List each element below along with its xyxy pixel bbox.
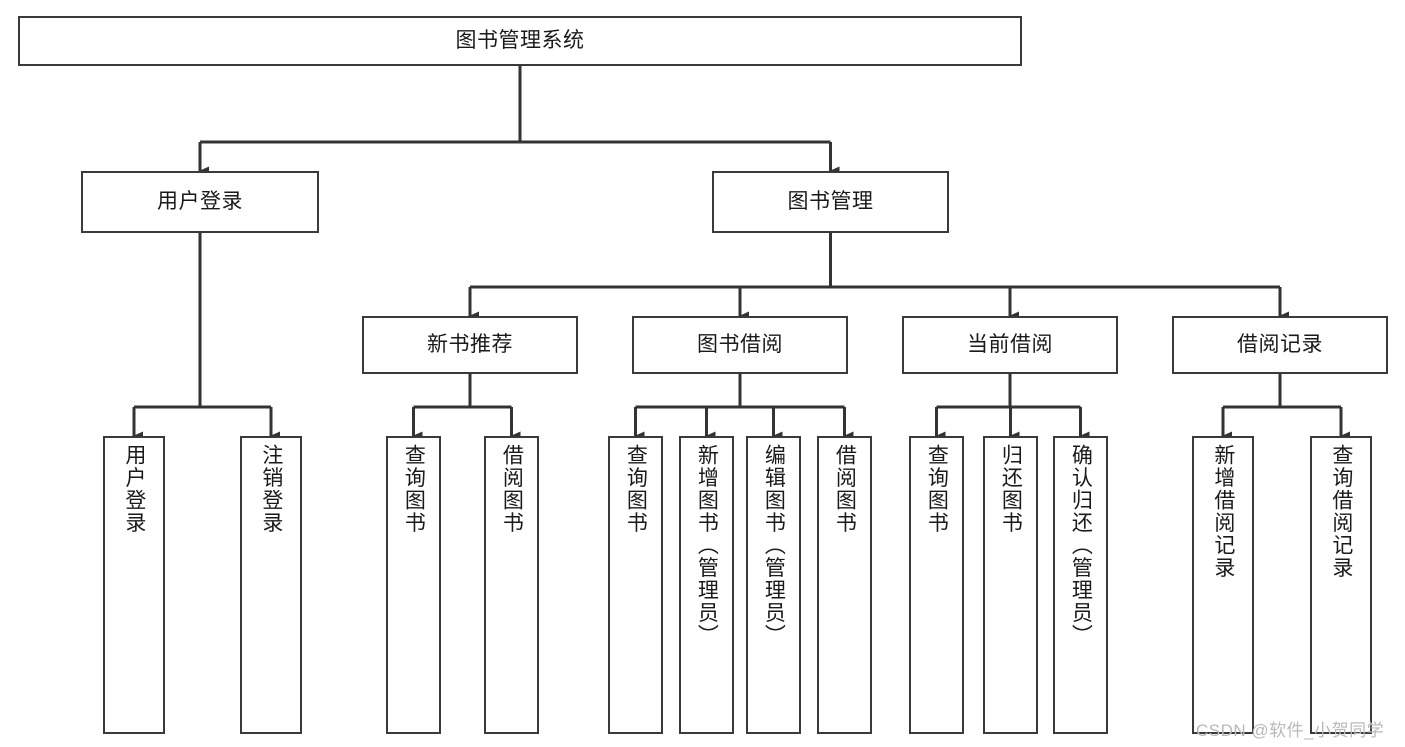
node-borrow-record-label: 借阅记录 [1237, 333, 1323, 357]
edges-group [132, 66, 1350, 441]
node-current-borrow-label: 当前借阅 [967, 333, 1053, 357]
leaf-confirm-return-label: 确认归还（管理员） [1069, 444, 1093, 647]
leaf-user-login-label: 用户登录 [122, 444, 146, 534]
leaf-return-book[interactable]: 归还图书 [983, 436, 1038, 734]
leaf-add-borrow-record-label: 新增借阅记录 [1211, 444, 1235, 579]
node-book-borrow[interactable]: 图书借阅 [632, 316, 848, 374]
node-book-borrow-label: 图书借阅 [697, 333, 783, 357]
leaf-query-book-2[interactable]: 查询图书 [608, 436, 663, 734]
leaf-borrow-book-1-label: 借阅图书 [500, 444, 524, 534]
node-user-login-label: 用户登录 [157, 190, 243, 214]
leaf-query-book-3-label: 查询图书 [925, 444, 949, 534]
node-book-management-label: 图书管理 [787, 190, 874, 214]
node-root-label: 图书管理系统 [455, 29, 585, 53]
leaf-query-book-2-label: 查询图书 [624, 444, 648, 534]
leaf-confirm-return[interactable]: 确认归还（管理员） [1053, 436, 1108, 734]
node-current-borrow[interactable]: 当前借阅 [902, 316, 1118, 374]
leaf-return-book-label: 归还图书 [999, 444, 1023, 534]
leaf-borrow-book-1[interactable]: 借阅图书 [484, 436, 539, 734]
leaf-borrow-book-2[interactable]: 借阅图书 [817, 436, 872, 734]
leaf-query-book-3[interactable]: 查询图书 [909, 436, 964, 734]
leaf-add-book-label: 新增图书（管理员） [695, 444, 719, 647]
leaf-edit-book-label: 编辑图书（管理员） [762, 444, 786, 647]
csdn-watermark: CSDN @软件_小贺同学 [1196, 721, 1385, 740]
leaf-query-book-1-label: 查询图书 [402, 444, 426, 534]
leaf-edit-book[interactable]: 编辑图书（管理员） [746, 436, 801, 734]
leaf-add-borrow-record[interactable]: 新增借阅记录 [1192, 436, 1254, 734]
node-borrow-record[interactable]: 借阅记录 [1172, 316, 1388, 374]
leaf-query-borrow-record[interactable]: 查询借阅记录 [1310, 436, 1372, 734]
leaf-query-borrow-record-label: 查询借阅记录 [1329, 444, 1353, 579]
node-root[interactable]: 图书管理系统 [18, 16, 1022, 66]
leaf-add-book[interactable]: 新增图书（管理员） [679, 436, 734, 734]
leaf-borrow-book-2-label: 借阅图书 [833, 444, 857, 534]
node-user-login[interactable]: 用户登录 [81, 171, 319, 233]
node-new-book-recommendation[interactable]: 新书推荐 [362, 316, 578, 374]
leaf-logout-label: 注销登录 [259, 444, 283, 534]
node-book-management[interactable]: 图书管理 [712, 171, 949, 233]
leaf-logout[interactable]: 注销登录 [240, 436, 302, 734]
leaf-user-login[interactable]: 用户登录 [103, 436, 165, 734]
node-new-book-recommendation-label: 新书推荐 [427, 333, 513, 357]
leaf-query-book-1[interactable]: 查询图书 [386, 436, 441, 734]
